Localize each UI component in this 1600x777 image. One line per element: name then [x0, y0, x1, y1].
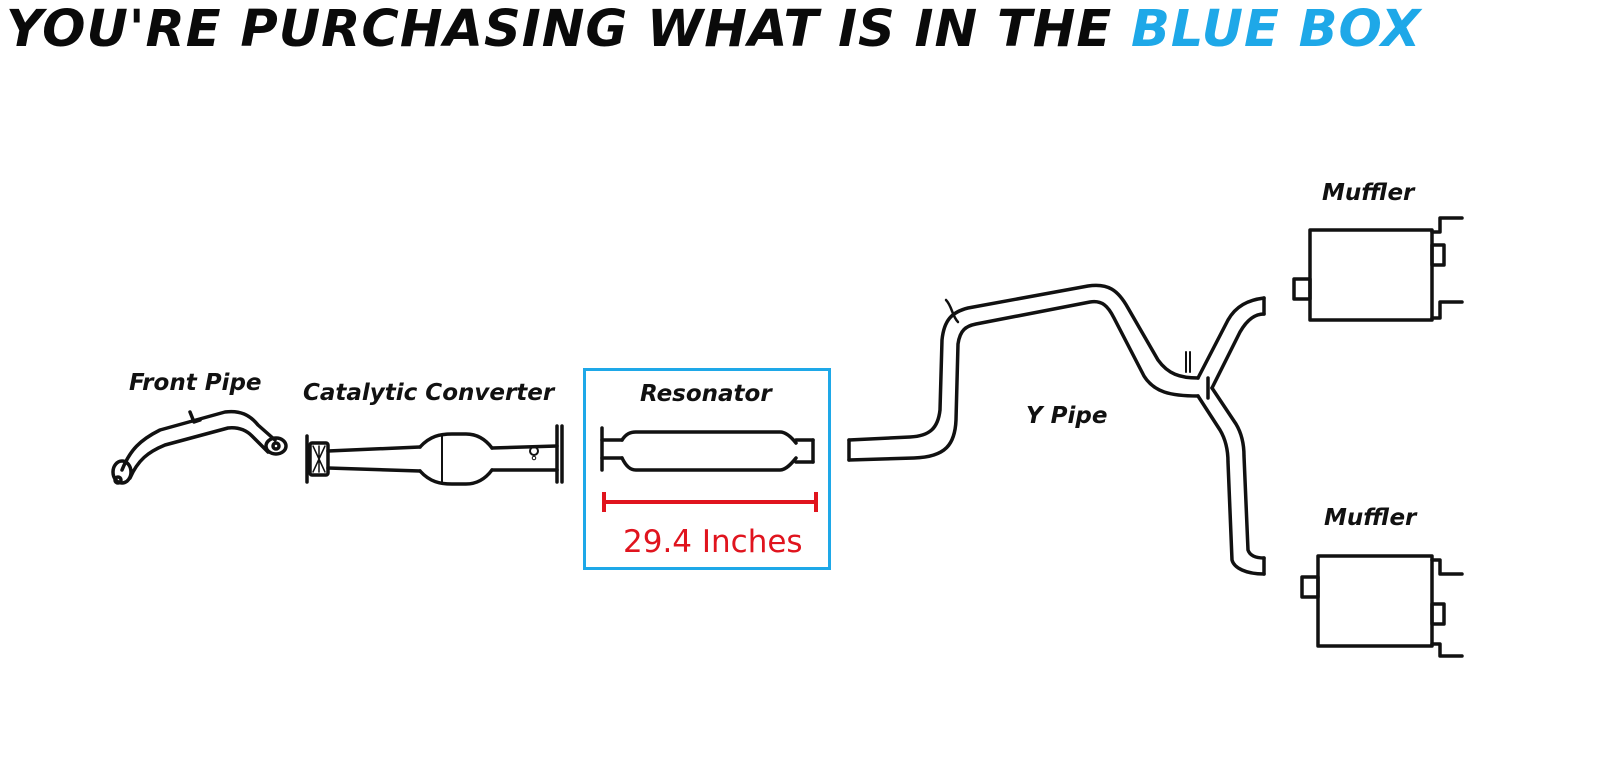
muffler-bottom-part [1300, 554, 1464, 658]
label-resonator: Resonator [640, 381, 772, 407]
front-pipe-part [111, 409, 288, 485]
headline-text: YOU'RE PURCHASING WHAT IS IN THE [6, 0, 1132, 59]
blue-box-highlight [583, 368, 831, 570]
catalytic-converter-part [305, 424, 564, 486]
label-muffler-top: Muffler [1322, 180, 1415, 206]
headline-highlight-text: BLUE BOX [1131, 0, 1422, 59]
y-pipe-part [847, 283, 1266, 576]
headline: YOU'RE PURCHASING WHAT IS IN THE BLUE BO… [6, 0, 1596, 62]
measurement-text: 29.4 Inches [623, 524, 803, 560]
muffler-top-part [1292, 216, 1464, 322]
label-front-pipe: Front Pipe [129, 370, 262, 396]
label-y-pipe: Y Pipe [1026, 403, 1108, 429]
resonator-part [600, 426, 815, 472]
measurement-line [602, 492, 818, 512]
label-muffler-bottom: Muffler [1324, 505, 1417, 531]
label-catalytic-converter: Catalytic Converter [303, 380, 555, 406]
